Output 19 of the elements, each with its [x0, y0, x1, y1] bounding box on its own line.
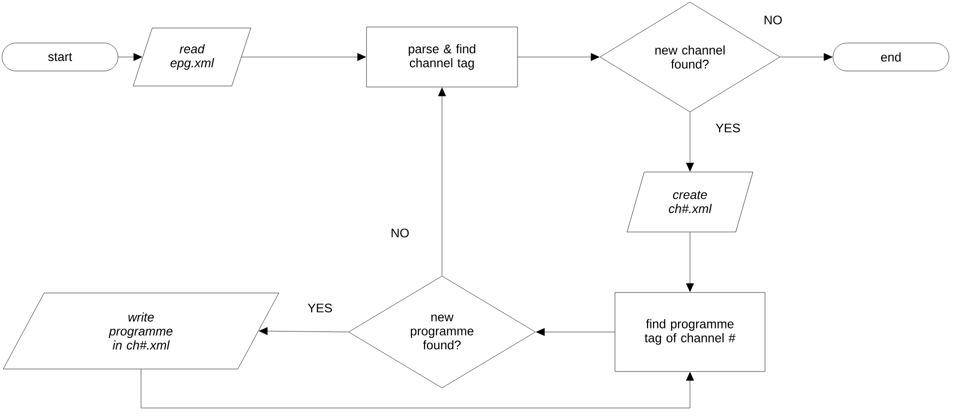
- arrow: [438, 88, 446, 276]
- arrow: [536, 328, 615, 336]
- arrow: [686, 232, 694, 292]
- process-box: parse & find channel tag: [366, 26, 518, 88]
- process-box: find programme tag of channel #: [614, 292, 766, 372]
- arrow: [118, 53, 142, 61]
- arrow: [140, 369, 694, 408]
- edge-label: NO: [390, 228, 410, 238]
- data-parallelogram: read epg.xml: [132, 28, 252, 86]
- edge-label: NO: [762, 14, 784, 26]
- arrow: [780, 53, 832, 61]
- data-parallelogram: write programme in ch#.xml: [2, 292, 280, 370]
- arrow: [258, 327, 348, 336]
- arrow: [686, 112, 694, 172]
- edge-label: YES: [306, 302, 334, 314]
- arrow: [241, 53, 366, 61]
- edge-label: YES: [714, 122, 742, 134]
- data-parallelogram: create ch#.xml: [626, 172, 754, 232]
- arrow: [518, 53, 600, 61]
